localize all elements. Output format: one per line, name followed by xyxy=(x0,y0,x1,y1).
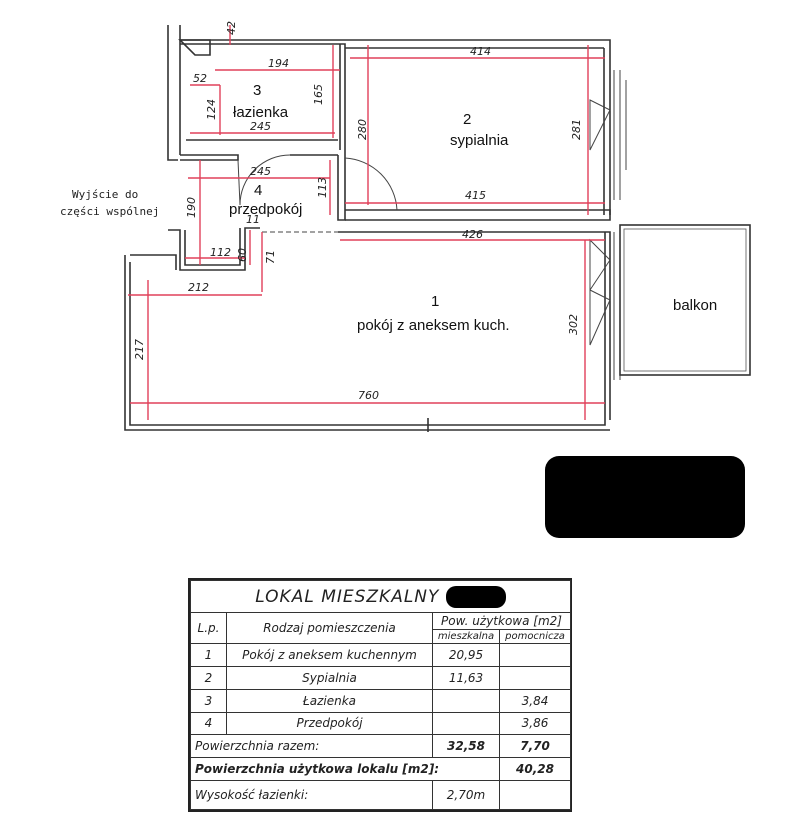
dimension-lines xyxy=(128,25,605,420)
table-row: 4 Przedpokój 3,86 xyxy=(190,711,572,736)
dim-190: 190 xyxy=(185,197,198,218)
height-empty xyxy=(498,779,572,811)
row-aux: 3,86 xyxy=(498,711,572,736)
row-name: Przedpokój xyxy=(226,711,433,736)
header-lp: L.p. xyxy=(190,612,227,645)
dim-760: 760 xyxy=(358,389,379,402)
header-living: mieszkalna xyxy=(432,628,500,645)
exit-note-line2: części wspólnej xyxy=(60,205,159,218)
table-row: 2 Sypialnia 11,63 xyxy=(190,665,572,690)
dim-124: 124 xyxy=(205,99,218,120)
dim-42: 42 xyxy=(225,21,238,35)
dim-302: 302 xyxy=(567,314,580,335)
dim-165: 165 xyxy=(312,84,325,105)
dim-217: 217 xyxy=(133,339,146,360)
floor-plan: 42 194 52 124 165 245 414 280 281 245 11… xyxy=(60,21,751,432)
room-area-table: LOKAL MIESZKALNY L.p. Rodzaj pomieszczen… xyxy=(188,578,572,812)
usable-area-value: 40,28 xyxy=(498,757,572,781)
room-1-number: 1 xyxy=(431,293,439,310)
room-4-name: przedpokój xyxy=(229,201,302,218)
row-aux xyxy=(498,665,572,690)
dim-194: 194 xyxy=(268,57,289,70)
dim-212: 212 xyxy=(188,281,209,294)
dim-71: 71 xyxy=(264,250,277,264)
redaction-block xyxy=(545,456,745,538)
row-lp: 3 xyxy=(190,688,227,713)
exit-note-line1: Wyjście do xyxy=(72,188,138,201)
table-title: LOKAL MIESZKALNY xyxy=(189,579,572,614)
room-2-name: sypialnia xyxy=(450,132,509,149)
row-name: Łazienka xyxy=(226,688,433,713)
dim-245-mid: 245 xyxy=(250,165,271,178)
dim-426: 426 xyxy=(462,228,483,241)
dim-60: 60 xyxy=(236,248,249,262)
dim-112: 112 xyxy=(210,246,231,259)
title-redaction xyxy=(445,585,506,608)
dim-113: 113 xyxy=(316,177,329,198)
room-labels: 3 łazienka 2 sypialnia 4 przedpokój 1 po… xyxy=(60,82,717,334)
row-living: 11,63 xyxy=(432,665,500,690)
room-4-number: 4 xyxy=(254,182,262,199)
header-aux: pomocnicza xyxy=(498,628,572,645)
total-label: Powierzchnia razem: xyxy=(190,734,433,759)
total-aux: 7,70 xyxy=(498,734,572,759)
balcony-label: balkon xyxy=(673,297,717,314)
room-1-name: pokój z aneksem kuch. xyxy=(357,317,510,334)
room-2-number: 2 xyxy=(463,111,471,128)
height-label: Wysokość łazienki: xyxy=(190,779,433,811)
row-living: 20,95 xyxy=(432,643,500,667)
row-name: Pokój z aneksem kuchennym xyxy=(226,643,433,667)
dim-245-top: 245 xyxy=(250,120,271,133)
dimension-labels: 42 194 52 124 165 245 414 280 281 245 11… xyxy=(133,21,583,402)
row-aux xyxy=(498,643,572,667)
row-living xyxy=(432,711,500,736)
row-name: Sypialnia xyxy=(226,665,433,690)
walls xyxy=(124,25,627,432)
dim-281: 281 xyxy=(570,119,583,140)
header-room-type: Rodzaj pomieszczenia xyxy=(226,612,433,645)
balcony-outline xyxy=(619,224,751,376)
header-area: Pow. użytkowa [m2] xyxy=(431,612,572,630)
height-value: 2,70m xyxy=(432,779,500,811)
row-lp: 1 xyxy=(190,643,227,667)
row-lp: 4 xyxy=(190,711,227,736)
dim-414: 414 xyxy=(470,45,491,58)
dim-52: 52 xyxy=(193,72,207,85)
dim-415: 415 xyxy=(465,189,486,202)
room-3-number: 3 xyxy=(253,82,261,99)
row-living xyxy=(432,688,500,713)
table-row: 3 Łazienka 3,84 xyxy=(190,688,572,713)
table-row: 1 Pokój z aneksem kuchennym 20,95 xyxy=(190,643,572,667)
total-living: 32,58 xyxy=(432,734,500,759)
room-3-name: łazienka xyxy=(233,104,289,121)
dim-11: 11 xyxy=(246,213,260,226)
row-aux: 3,84 xyxy=(498,688,572,713)
dim-280: 280 xyxy=(356,119,369,140)
row-lp: 2 xyxy=(190,665,227,690)
usable-area-label: Powierzchnia użytkowa lokalu [m2]: xyxy=(190,757,500,781)
